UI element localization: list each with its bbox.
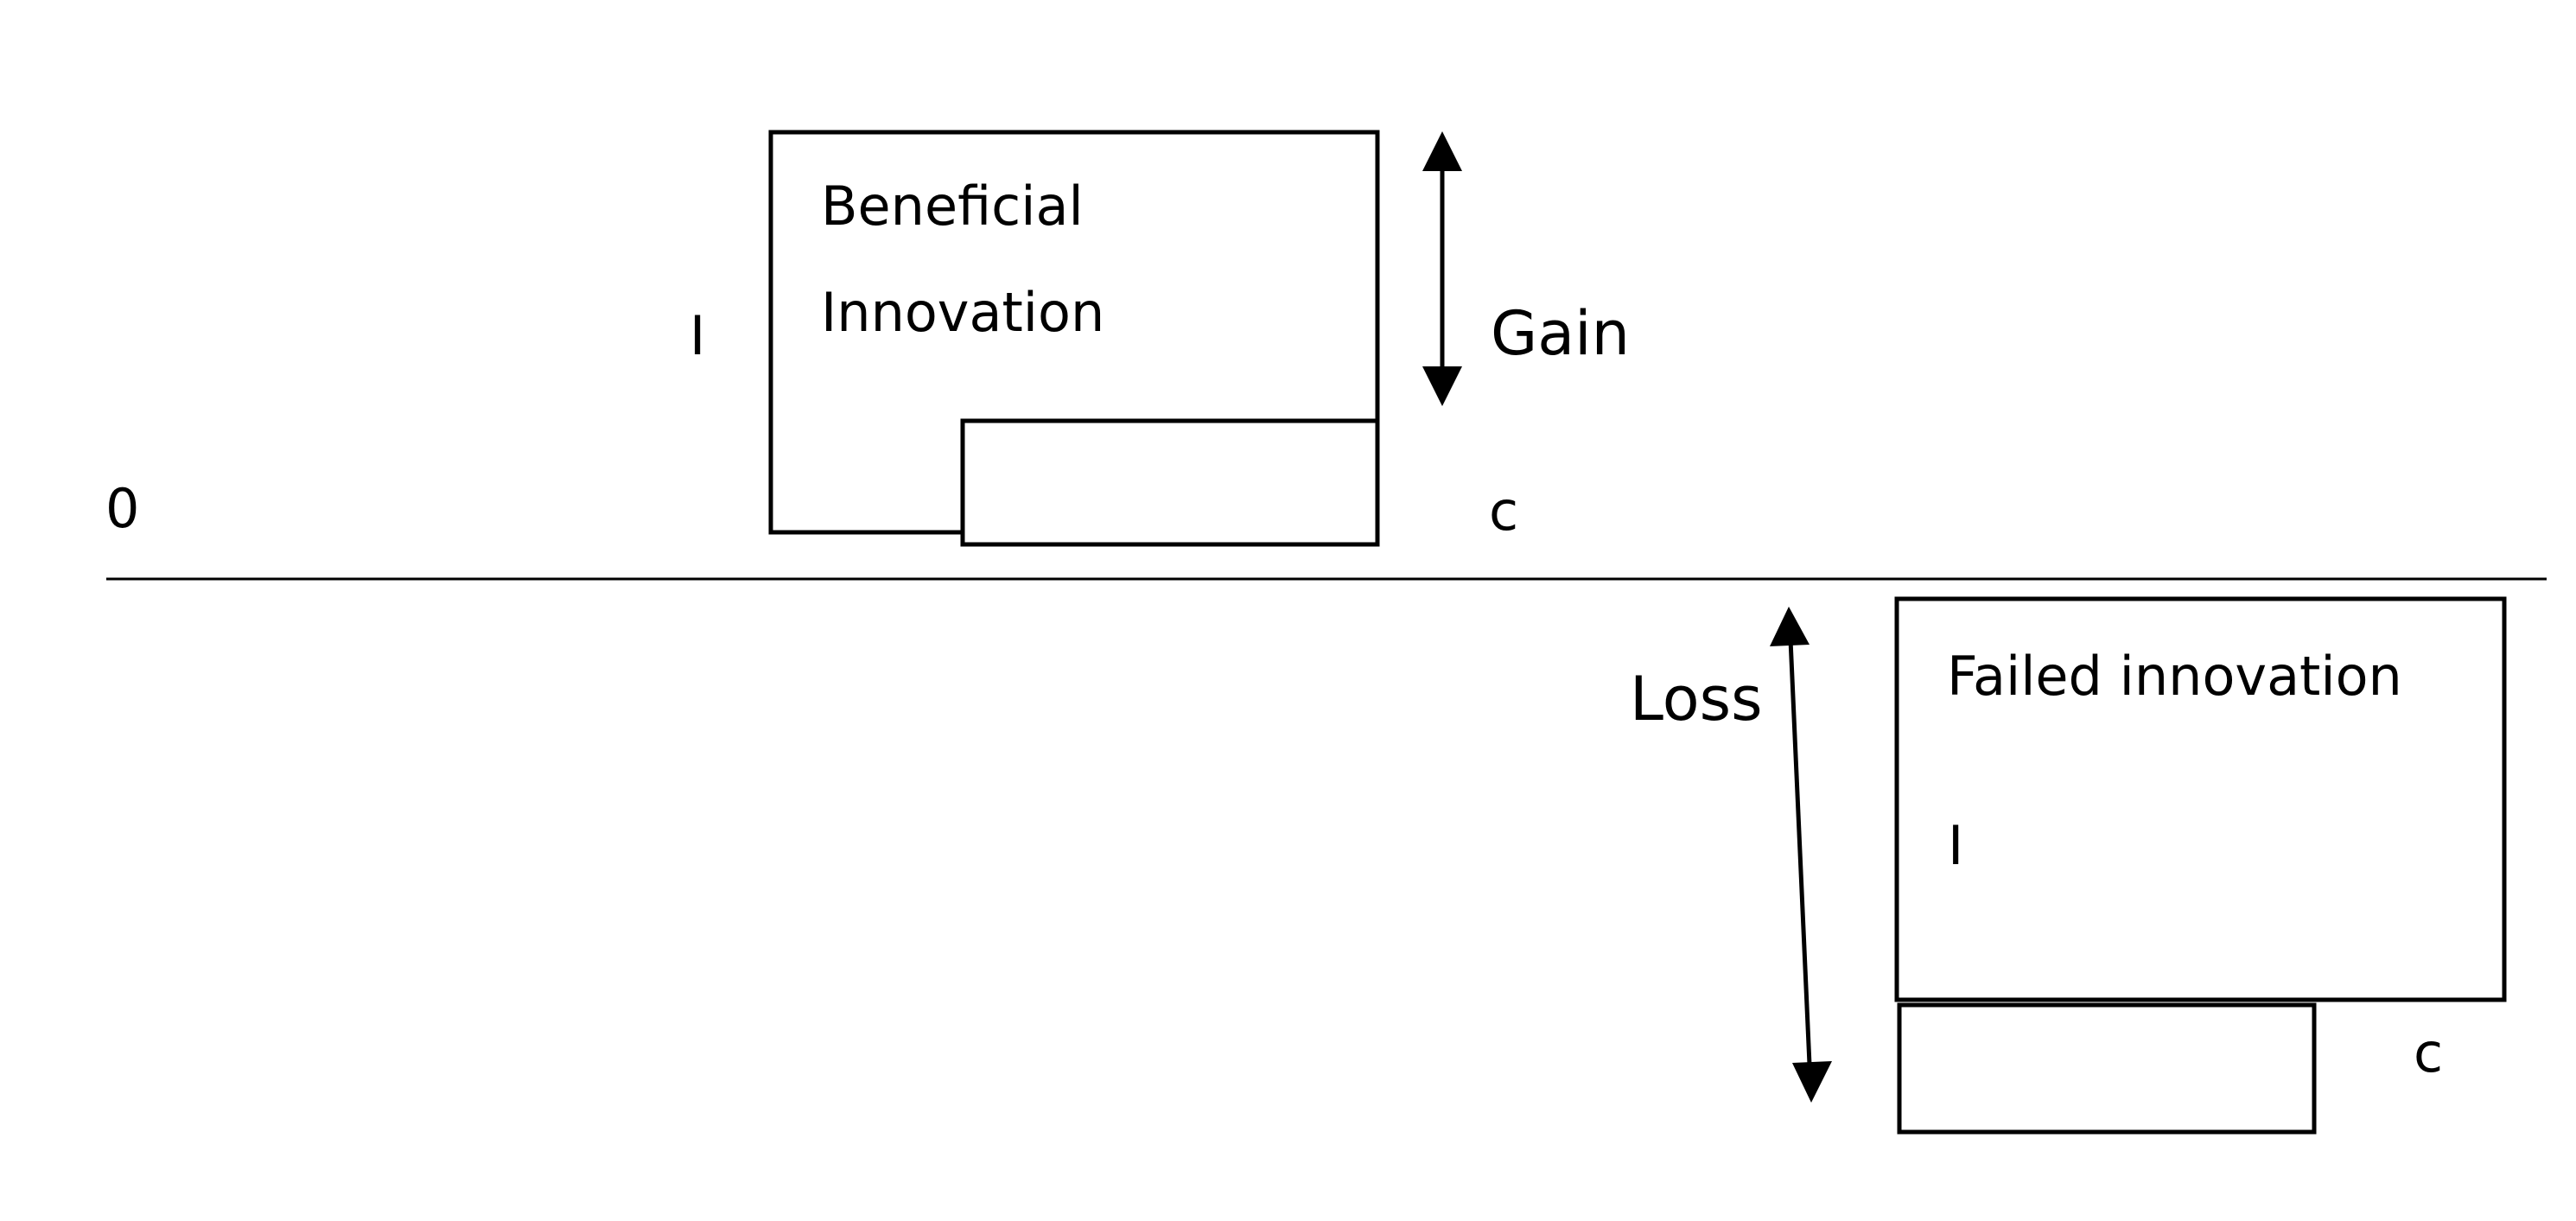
gain-arrow <box>1422 131 1462 406</box>
gain-arrow-head-up <box>1422 131 1462 171</box>
beneficial-innovation-group: Beneficial Innovation I c Gain <box>690 130 1630 547</box>
loss-arrow-head-up <box>1770 607 1810 646</box>
beneficial-innovation-title-line1: Beneficial <box>821 175 1084 238</box>
failed-innovation-label: I <box>1948 814 1963 877</box>
loss-arrow <box>1770 607 1832 1103</box>
beneficial-innovation-title-line2: Innovation <box>821 281 1104 344</box>
loss-arrow-head-down <box>1792 1061 1832 1103</box>
beneficial-cost-label: c <box>1489 480 1518 543</box>
failed-cost-label: c <box>2414 1021 2443 1084</box>
origin-label: 0 <box>105 477 139 540</box>
loss-arrow-shaft <box>1788 639 1812 1065</box>
beneficial-innovation-label: I <box>690 304 705 367</box>
beneficial-cost-box <box>960 418 1380 547</box>
failed-cost-box <box>1897 1002 2317 1135</box>
gain-label: Gain <box>1491 298 1630 369</box>
loss-label: Loss <box>1630 664 1763 735</box>
failed-innovation-group: Failed innovation I c Loss <box>1630 596 2507 1135</box>
failed-innovation-title: Failed innovation <box>1947 645 2402 708</box>
gain-arrow-head-down <box>1422 366 1462 406</box>
failed-innovation-box <box>1894 596 2507 1002</box>
